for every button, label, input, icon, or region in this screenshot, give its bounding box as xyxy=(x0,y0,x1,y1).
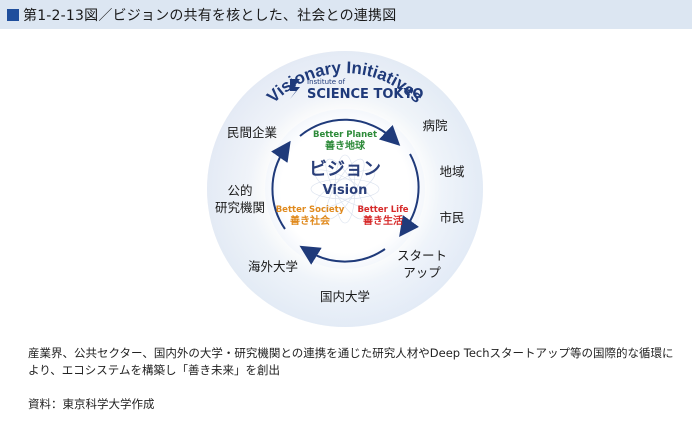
stakeholder-domestic: 国内大学 xyxy=(320,289,370,304)
logo: Institute of SCIENCE TOKYO xyxy=(290,78,423,102)
stakeholder-public-1: 公的 xyxy=(227,183,252,198)
stakeholders: 民間企業 公的 研究機関 海外大学 国内大学 スタート アップ 市民 地域 病院 xyxy=(215,118,465,304)
stakeholder-private: 民間企業 xyxy=(227,125,278,140)
flower-pattern-icon xyxy=(310,154,380,224)
stakeholder-startup-1: スタート xyxy=(397,248,447,263)
society-jp: 善き社会 xyxy=(290,214,330,227)
vision-jp: ビジョン xyxy=(309,159,381,180)
society-en: Better Society xyxy=(276,205,345,215)
arrow-bottom-icon xyxy=(299,245,386,265)
figure-caption: 産業界、公共セクター、国内外の大学・研究機関との連携を通じた研究人材やDeep … xyxy=(28,346,674,377)
collaboration-diagram: Visionary Initiatives Institute of SCIEN… xyxy=(207,51,483,327)
arrow-top-icon xyxy=(299,118,401,146)
logo-line2: SCIENCE TOKYO xyxy=(307,87,423,102)
planet-en: Better Planet xyxy=(313,130,377,140)
stakeholder-overseas: 海外大学 xyxy=(248,259,298,274)
stakeholder-startup-2: アップ xyxy=(403,265,441,280)
life-en: Better Life xyxy=(357,205,408,215)
arrow-right-icon xyxy=(399,153,420,238)
vision-en: Vision xyxy=(323,183,368,198)
life-jp: 善き生活 xyxy=(363,214,403,227)
logo-line1: Institute of xyxy=(307,78,346,86)
diagram: Visionary Initiatives Institute of SCIEN… xyxy=(0,29,692,339)
logo-mark-icon xyxy=(290,79,300,99)
stakeholder-region: 地域 xyxy=(439,164,464,179)
stakeholder-citizen: 市民 xyxy=(439,210,464,225)
figure-title: 第1-2-13図／ビジョンの共有を核とした、社会との連携図 xyxy=(23,7,397,24)
planet-jp: 善き地球 xyxy=(325,139,366,152)
stakeholder-public-2: 研究機関 xyxy=(215,200,265,215)
arrow-left-icon xyxy=(271,140,291,230)
cycle-arrows xyxy=(271,118,420,265)
inner-circle xyxy=(265,109,425,269)
stakeholder-hospital: 病院 xyxy=(422,118,448,133)
title-bar: 第1-2-13図／ビジョンの共有を核とした、社会との連携図 xyxy=(0,0,692,29)
title-square-icon xyxy=(7,8,19,21)
figure-source: 資料：東京科学大学作成 xyxy=(28,397,155,411)
